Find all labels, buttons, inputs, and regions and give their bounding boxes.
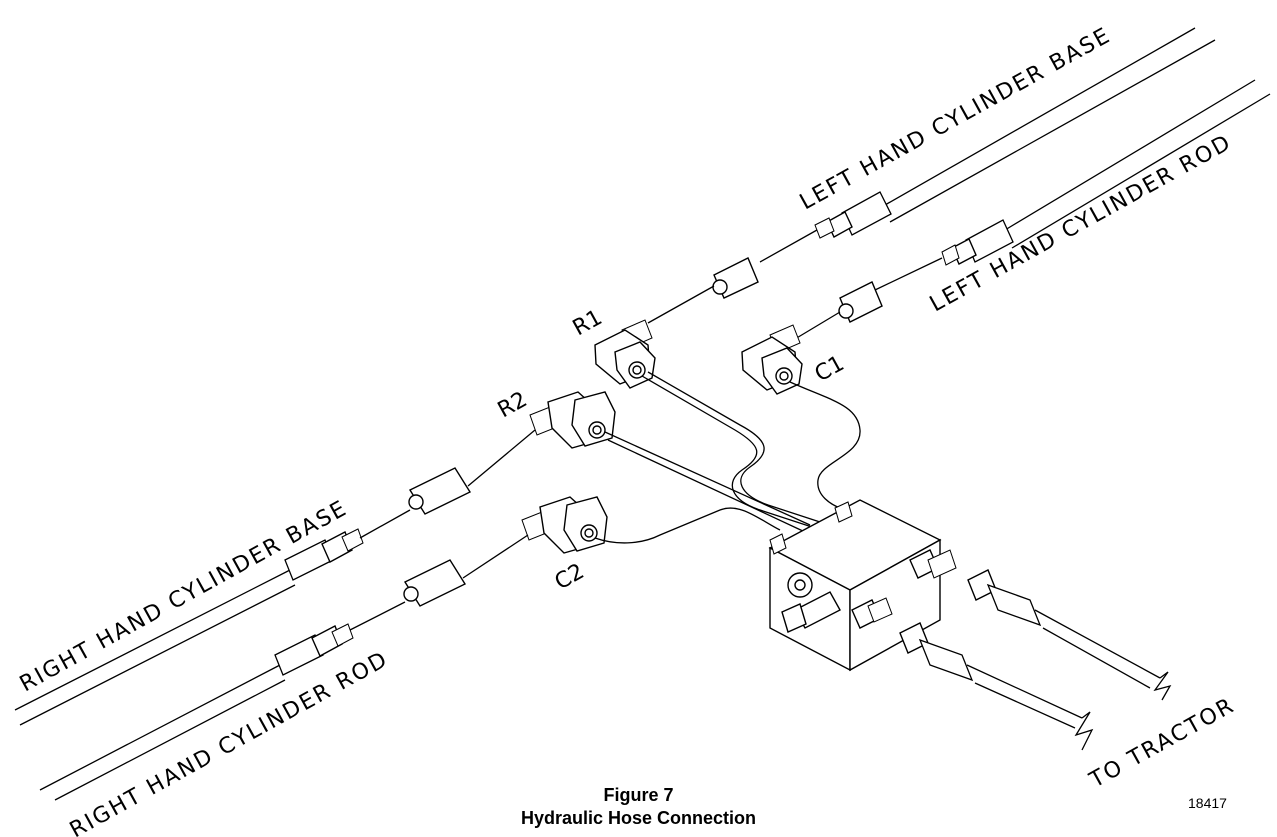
- right-rod-hose: [39, 534, 529, 801]
- left-rod-label: LEFT HAND CYLINDER ROD: [926, 130, 1236, 317]
- c1-label: C1: [811, 351, 849, 387]
- c2-elbow-fitting: [521, 496, 608, 554]
- right-base-label: RIGHT HAND CYLINDER BASE: [16, 496, 352, 698]
- left-rod-hose: [789, 79, 1271, 343]
- figure-number: Figure 7: [603, 785, 674, 805]
- left-base-label: LEFT HAND CYLINDER BASE: [796, 23, 1116, 215]
- right-base-hose: [14, 429, 536, 726]
- c2-label: C2: [551, 559, 589, 595]
- figure-title: Hydraulic Hose Connection: [520, 808, 757, 828]
- c1-elbow-fitting: [741, 324, 803, 395]
- left-base-hose: [647, 27, 1216, 324]
- r1-label: R1: [569, 305, 607, 341]
- r2-elbow-fitting: [529, 391, 616, 449]
- to-tractor-label: TO TRACTOR: [1085, 693, 1239, 794]
- valve-block: [768, 499, 957, 672]
- r1-elbow-fitting: [594, 319, 656, 389]
- part-number: 18417: [1188, 795, 1227, 811]
- tractor-hoses: [899, 569, 1172, 751]
- valve-tubing: [594, 371, 861, 544]
- r2-label: R2: [494, 387, 532, 423]
